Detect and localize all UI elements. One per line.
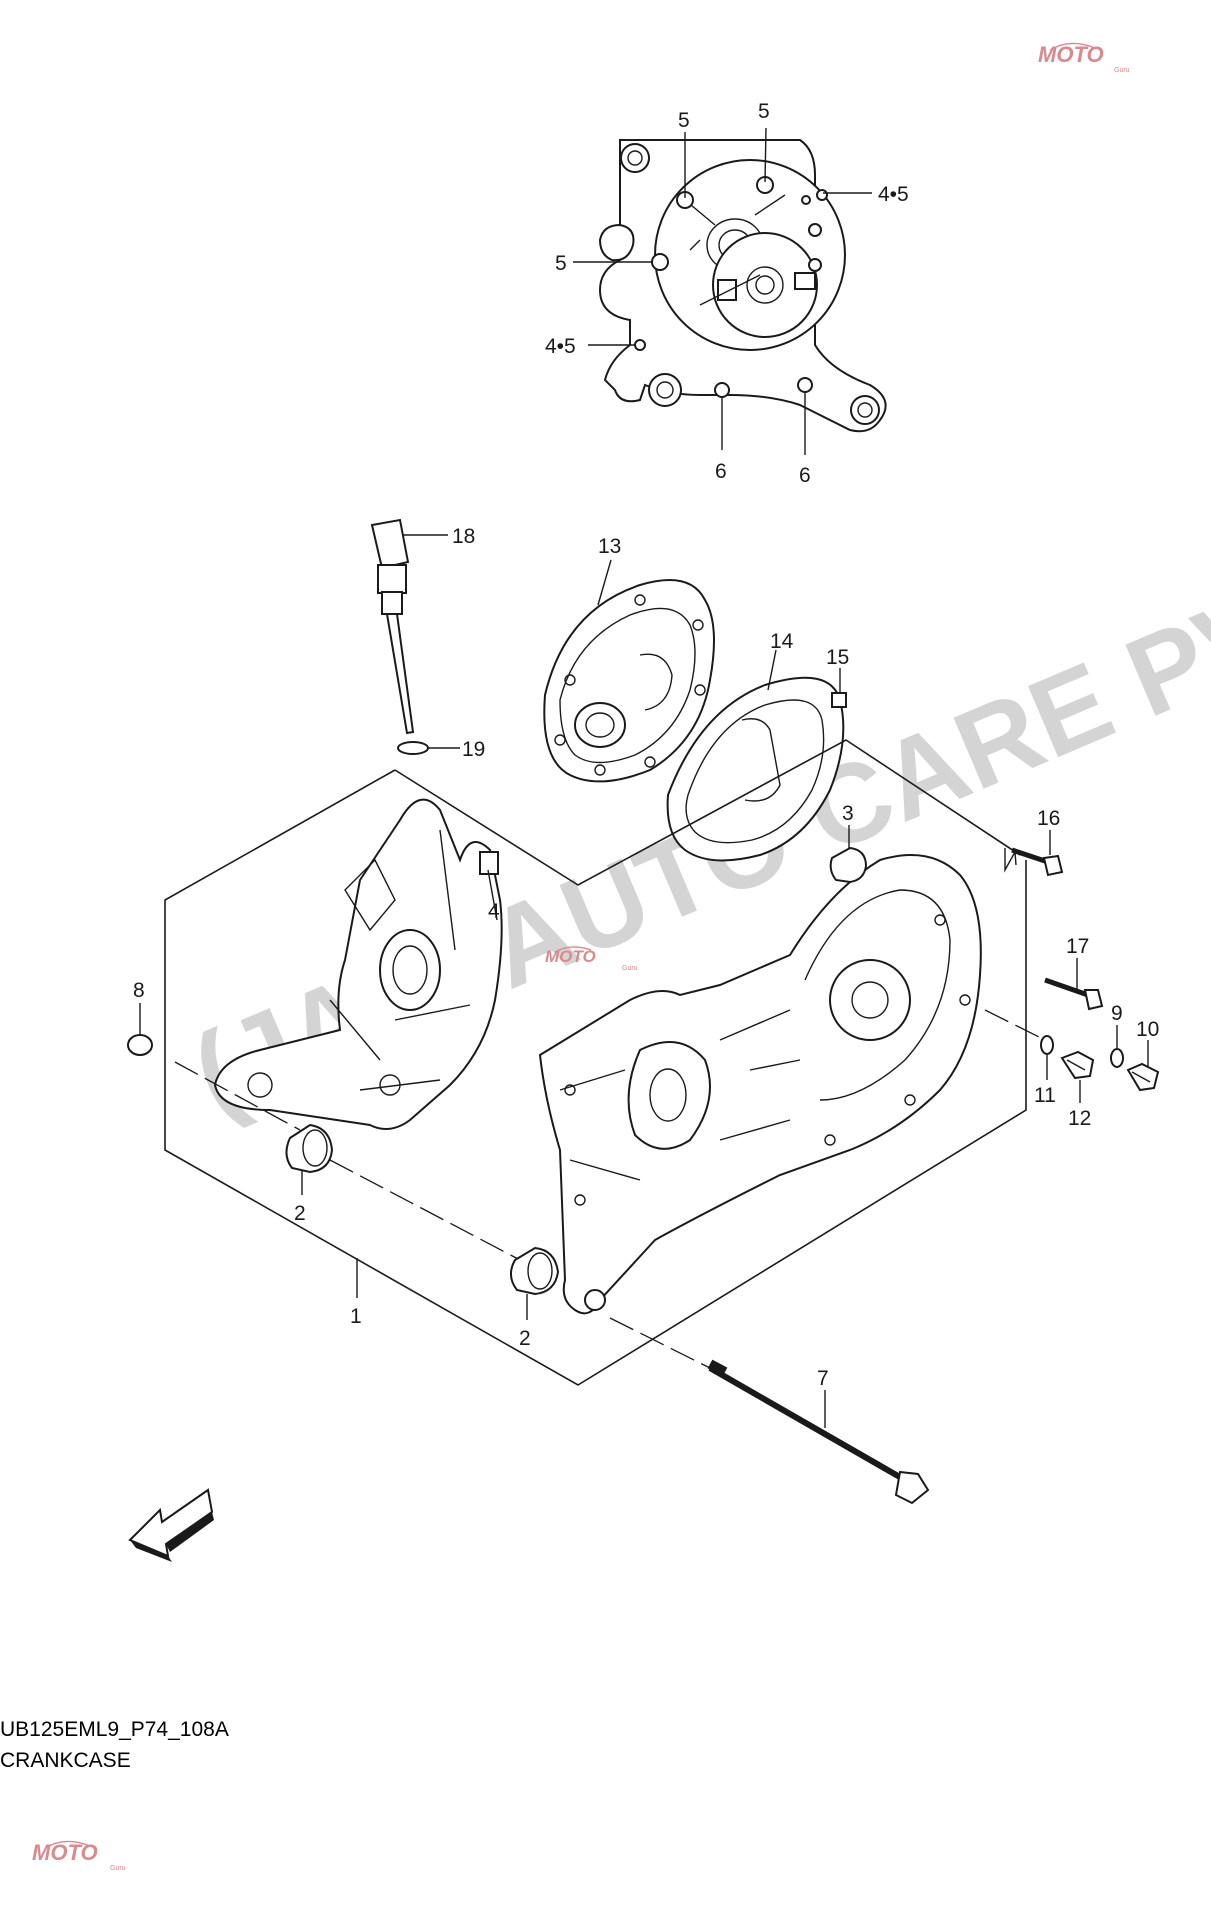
callout-11: 11 [1034, 1084, 1056, 1107]
logo-mid-text: MOTO [545, 947, 596, 966]
callout-18: 18 [452, 525, 475, 548]
callout-9: 9 [1111, 1002, 1123, 1025]
bolt-12 [1060, 1050, 1095, 1080]
callout-2-right: 2 [519, 1327, 531, 1350]
callout-15: 15 [826, 646, 849, 669]
callout-6-left: 6 [715, 460, 727, 483]
callout-19: 19 [462, 738, 485, 761]
callout-10: 10 [1136, 1018, 1159, 1041]
bolt-10 [1126, 1062, 1160, 1092]
fwd-arrow-icon [128, 1488, 214, 1562]
long-bolt-7 [707, 1359, 930, 1505]
logo-mid-sub: Guru [622, 965, 638, 972]
washer-11 [1040, 1035, 1054, 1055]
callout-4-5-left: 4•5 [545, 335, 576, 358]
diagram-code: UB125EML9_P74_108A [0, 1718, 229, 1741]
oil-seal-8 [127, 1034, 153, 1056]
callout-16: 16 [1037, 807, 1060, 830]
crankcase-left [213, 798, 503, 1130]
dowel-pin-right [510, 1246, 560, 1296]
logo-top-text: MOTO [1038, 42, 1104, 67]
bolt-17 [1044, 977, 1104, 1011]
callout-13: 13 [598, 535, 621, 558]
moto-guru-logo-bottom: MOTO Guru [32, 1840, 126, 1872]
dowel-pin-left [285, 1123, 334, 1174]
moto-guru-logo-top: MOTO Guru [1038, 42, 1130, 74]
callout-5-top-right: 5 [758, 100, 770, 123]
callout-8: 8 [133, 979, 145, 1002]
diagram-title: CRANKCASE [0, 1749, 131, 1772]
callout-1: 1 [350, 1305, 362, 1328]
washer-9 [1110, 1048, 1124, 1068]
logo-bottom-text: MOTO [32, 1840, 98, 1865]
callout-4-5-right: 4•5 [878, 183, 909, 206]
crankcase-cover [598, 139, 887, 433]
clutch-cover-gasket [666, 676, 845, 862]
callout-7: 7 [817, 1367, 829, 1390]
callout-12: 12 [1068, 1107, 1091, 1130]
callout-2-left: 2 [294, 1202, 306, 1225]
callout-14: 14 [770, 630, 794, 653]
callout-5-top-left: 5 [678, 109, 690, 132]
logo-top-sub: Guru [1114, 67, 1130, 74]
callout-6-right: 6 [799, 464, 811, 487]
logo-bottom-sub: Guru [110, 1865, 126, 1872]
callout-17: 17 [1066, 935, 1089, 958]
oil-gauge [370, 518, 429, 755]
bolt-16 [1011, 847, 1064, 877]
dowel-pin-3 [829, 846, 868, 884]
callout-3: 3 [842, 802, 854, 825]
callout-4: 4 [488, 900, 500, 923]
clutch-cover [543, 579, 715, 783]
crankcase-right [538, 854, 982, 1315]
moto-guru-logo-mid: MOTO Guru [545, 946, 638, 972]
callout-5-left: 5 [555, 252, 567, 275]
